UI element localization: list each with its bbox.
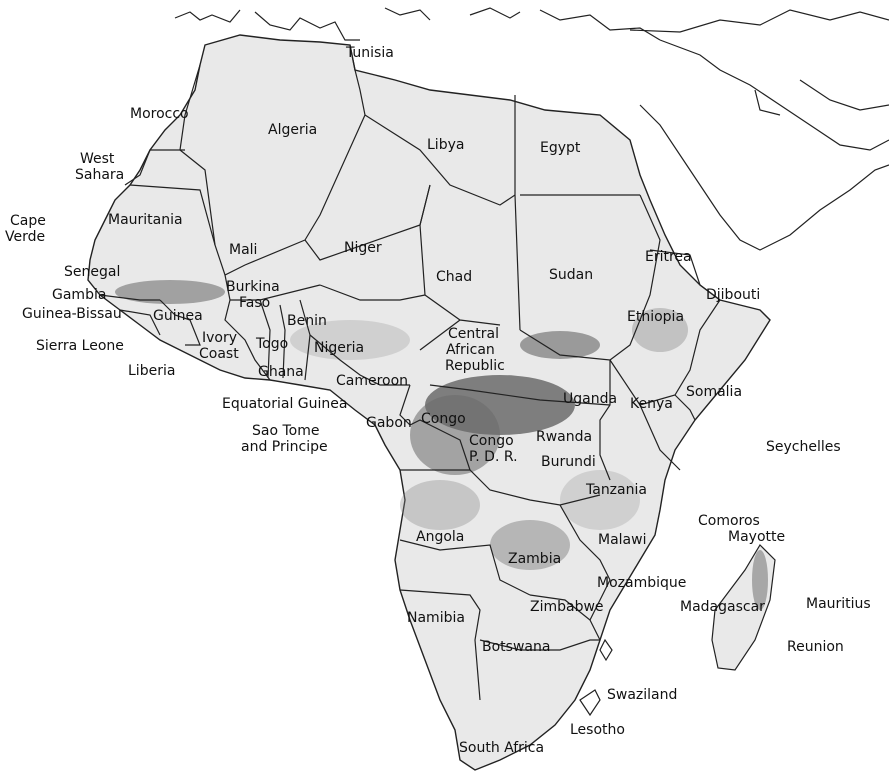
label-gambia: Gambia [52,287,107,303]
label-south-africa: South Africa [459,740,545,756]
label-reunion: Reunion [787,639,844,655]
label-mozambique: Mozambique [597,575,687,591]
label-malawi: Malawi [598,532,647,548]
label-mali: Mali [229,242,258,258]
label-gabon: Gabon [366,415,412,431]
label-benin: Benin [287,313,327,329]
label-seychelles: Seychelles [766,439,841,455]
label-car-line3: Republic [445,358,505,374]
label-algeria: Algeria [268,122,318,138]
label-zambia: Zambia [508,551,562,567]
label-swaziland: Swaziland [607,687,678,703]
label-sao-tome-line1: Sao Tome [252,423,320,439]
label-ghana: Ghana [258,364,304,380]
label-sudan: Sudan [549,267,594,283]
label-togo: Togo [256,336,289,352]
label-sao-tome-line2: and Principe [241,439,328,455]
label-liberia: Liberia [128,363,176,379]
label-kenya: Kenya [630,396,673,412]
label-namibia: Namibia [407,610,465,626]
label-west-sahara-line1: West [80,151,115,167]
label-somalia: Somalia [686,384,743,400]
label-egypt: Egypt [540,140,581,156]
label-rwanda: Rwanda [536,429,593,445]
label-west-sahara-line2: Sahara [75,167,125,183]
label-guinea: Guinea [153,308,203,324]
africa-continent [87,34,776,771]
label-eritrea: Eritrea [645,249,692,265]
label-mauritius: Mauritius [806,596,871,612]
country-borders [99,44,721,717]
label-drc-line1: Congo [469,433,514,449]
label-senegal: Senegal [64,264,121,280]
label-botswana: Botswana [482,639,551,655]
label-morocco: Morocco [130,106,189,122]
label-comoros: Comoros [698,513,760,529]
label-burkina-line2: Faso [239,295,271,311]
label-cape-verde-line2: Verde [5,229,46,245]
label-burundi: Burundi [541,454,596,470]
label-sierra-leone: Sierra Leone [36,338,124,354]
label-lesotho: Lesotho [570,722,625,738]
label-uganda: Uganda [563,391,618,407]
label-congo: Congo [421,411,466,427]
label-zimbabwe: Zimbabwe [530,599,604,615]
label-mayotte: Mayotte [728,529,786,545]
surrounding-coastlines [174,7,889,251]
label-drc-line2: P. D. R. [469,449,518,465]
label-tunisia: Tunisia [346,45,394,61]
label-equatorial-guinea: Equatorial Guinea [222,396,348,412]
label-nigeria: Nigeria [314,340,365,356]
population-density-shading [115,280,768,610]
label-cape-verde-line1: Cape [10,213,46,229]
label-ethiopia: Ethiopia [627,309,685,325]
label-libya: Libya [427,137,465,153]
label-chad: Chad [436,269,473,285]
label-car-line2: African [446,342,495,358]
label-niger: Niger [344,240,382,256]
label-guinea-bissau: Guinea-Bissau [22,306,122,322]
label-cameroon: Cameroon [336,373,409,389]
label-mauritania: Mauritania [108,212,183,228]
label-ivory-coast-line2: Coast [199,346,239,362]
label-angola: Angola [416,529,465,545]
label-burkina-line1: Burkina [226,279,280,295]
label-tanzania: Tanzania [586,482,647,498]
label-djibouti: Djibouti [706,287,761,303]
label-ivory-coast-line1: Ivory [202,330,238,346]
label-madagascar: Madagascar [680,599,765,615]
label-car-line1: Central [448,326,499,342]
